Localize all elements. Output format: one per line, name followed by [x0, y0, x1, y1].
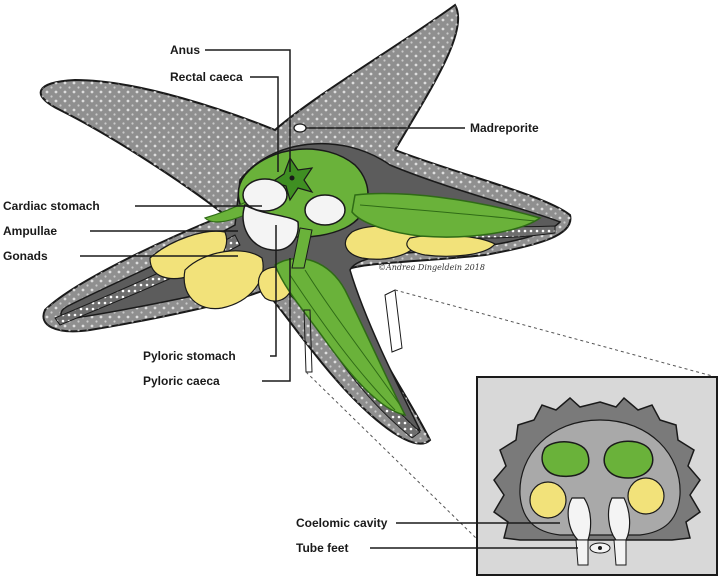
- inset-tube-foot-right: [613, 539, 627, 566]
- label-coelomic-cavity: Coelomic cavity: [296, 516, 388, 530]
- leader-pyloric-stomach: [270, 225, 277, 357]
- leader-rectal-caeca: [250, 76, 279, 172]
- cardiac-stomach-lobe-1: [242, 178, 288, 212]
- caeca-veins-right: [359, 204, 536, 222]
- label-pyloric-stomach: Pyloric stomach: [143, 349, 236, 363]
- cross-section-inset: [476, 376, 718, 576]
- leader-lines: [80, 49, 578, 549]
- inset-gonad-left: [529, 481, 567, 519]
- label-madreporite: Madreporite: [470, 121, 539, 135]
- section-marker-top: [384, 289, 403, 353]
- madreporite: [293, 123, 307, 133]
- label-ampullae: Ampullae: [3, 224, 58, 238]
- projection-line-bottom: [305, 371, 479, 541]
- artist-signature: ©Andrea Dingeldein 2018: [378, 263, 485, 272]
- pyloric-caeca-right-arm: [351, 192, 542, 238]
- label-cardiac-stomach: Cardiac stomach: [3, 199, 100, 213]
- inset-pyloric-caeca-right: [603, 440, 654, 479]
- inset-pyloric-caeca-left: [541, 441, 590, 478]
- inset-ampulla-right: [607, 497, 631, 541]
- label-gonads: Gonads: [3, 249, 48, 263]
- leader-pyloric-caeca: [262, 258, 291, 382]
- leader-anus: [205, 49, 291, 172]
- caeca-veins-lower: [289, 274, 396, 411]
- gonads-group: [149, 225, 496, 310]
- cardiac-stomach-lobe-2: [304, 194, 346, 226]
- projection-line-top: [394, 289, 717, 378]
- caeca-veins-lower-2: [304, 269, 401, 406]
- label-pyloric-caeca: Pyloric caeca: [143, 374, 220, 388]
- inset-radial-nerve: [598, 546, 602, 550]
- pyloric-duct-lower: [291, 227, 313, 269]
- anus: [289, 175, 295, 181]
- section-marker: [303, 309, 313, 373]
- inset-gonad-right: [627, 477, 665, 515]
- label-tube-feet: Tube feet: [296, 541, 349, 555]
- label-rectal-caeca: Rectal caeca: [170, 70, 243, 84]
- gonad-left-arm-2: [183, 250, 264, 310]
- label-anus: Anus: [170, 43, 200, 57]
- cardiac-stomach-central: [242, 203, 299, 251]
- cardiac-stomach-group: [242, 178, 346, 251]
- inset-tube-foot-left: [575, 539, 589, 566]
